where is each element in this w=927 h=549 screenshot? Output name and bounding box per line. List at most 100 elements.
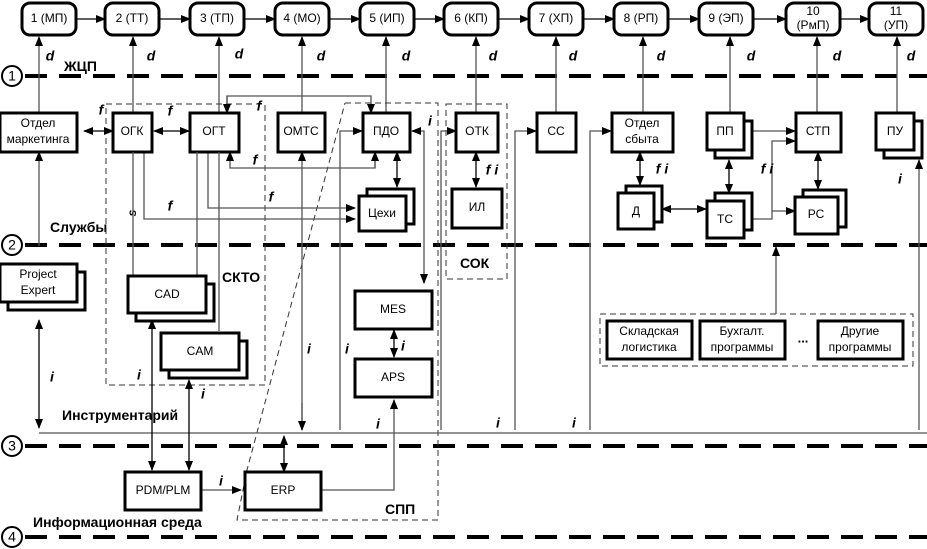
box-frame (0, 262, 79, 304)
diagram-label: d (747, 48, 756, 64)
stage-8[interactable]: 8 (РП) (612, 1, 670, 37)
diagram-label: сбыта (625, 132, 659, 146)
group-frames (105, 102, 914, 521)
diagram-label: ERP (271, 483, 296, 497)
diagram-label: APS (381, 370, 405, 384)
box-frame (874, 111, 916, 152)
ellipsis: ... (798, 330, 809, 345)
level-name-2: Службы (50, 219, 107, 235)
pu-box[interactable]: ПУ (874, 111, 924, 160)
diagram-label: d (147, 48, 156, 64)
diagram-label: ПП (716, 124, 733, 138)
stage-3[interactable]: 3 (ТП) (188, 1, 246, 37)
cad-box[interactable]: CAD (126, 274, 216, 323)
d-box[interactable]: Д (616, 184, 664, 231)
stage-5[interactable]: 5 (ИП) (358, 1, 416, 37)
box-frame (126, 274, 208, 315)
diagram-label: 1 (МП) (31, 11, 68, 25)
level-name-1: ЖЦП (63, 58, 97, 74)
aps-box[interactable]: APS (353, 357, 434, 399)
pdm-plm-box[interactable]: PDM/PLM (123, 470, 203, 512)
level-number-1: 1 (8, 68, 16, 84)
ogk-box[interactable]: ОГК (111, 111, 154, 154)
diagram-label: i (50, 369, 55, 385)
box-frame (357, 194, 408, 233)
stage-1[interactable]: 1 (МП) (20, 1, 78, 37)
diagram-label: Цехи (368, 206, 396, 220)
box-frame (698, 319, 787, 361)
diagram-label: 6 (КП) (454, 11, 488, 25)
diagram-label: Отдел (21, 116, 56, 130)
sok-frame (445, 103, 508, 280)
diagram-label: CAD (154, 287, 180, 301)
box-frame (159, 331, 241, 372)
diagram-label: Д (632, 204, 640, 218)
ogt-box[interactable]: ОГТ (188, 111, 241, 154)
diagram-label: 11 (890, 4, 903, 18)
stage-4[interactable]: 4 (МО) (273, 1, 331, 37)
skto-frame (105, 103, 266, 386)
level-number-2: 2 (8, 237, 16, 253)
diagram-label: i (428, 113, 433, 129)
ss-box[interactable]: СС (535, 111, 578, 154)
other-programs-frame (599, 313, 914, 367)
stage-10[interactable]: 10(РмП) (784, 1, 842, 37)
pp-box[interactable]: ПП (705, 111, 754, 160)
connector-arrow (752, 137, 796, 220)
connector-arrow (320, 399, 398, 491)
pdo-box[interactable]: ПДО (361, 111, 412, 154)
diagram-label: 10 (806, 4, 820, 18)
diagram-label: d (46, 48, 55, 64)
diagram-label: ОТК (465, 124, 489, 138)
diagram-label: Отдел (625, 116, 660, 130)
diagram-label: d (402, 48, 411, 64)
diagram-label: i (345, 341, 350, 357)
diagram-label: i (376, 416, 381, 432)
cam-box[interactable]: CAM (159, 331, 249, 380)
stage-11[interactable]: 11(УП) (867, 1, 925, 37)
sales-dept[interactable]: Отдел сбыта (610, 111, 675, 154)
diagram-label: f (253, 152, 259, 168)
diagram-label: i (496, 415, 501, 431)
stage-7[interactable]: 7 (ХП) (527, 1, 585, 37)
stage-9[interactable]: 9 (ЭП) (697, 1, 755, 37)
cehi-box[interactable]: Цехи (357, 187, 416, 233)
accounting-programs-box[interactable]: Бухгалт.программы (698, 319, 787, 361)
connector-arrow (440, 127, 457, 430)
diagram-label: ИЛ (469, 200, 486, 214)
level-number-4: 4 (8, 529, 16, 545)
diagram-label: ПУ (887, 124, 904, 138)
stp-box[interactable]: СТП (794, 111, 843, 154)
diagram-label: РС (808, 207, 825, 221)
diagram-label: Складская (619, 324, 678, 338)
diagram-label: Бухгалт. (720, 324, 765, 338)
box-frame (450, 187, 504, 230)
diagram-label: d (907, 48, 916, 64)
il-box[interactable]: ИЛ (450, 187, 504, 230)
box-frame (535, 111, 578, 154)
erp-box[interactable]: ERP (243, 470, 323, 512)
stage-2[interactable]: 2 (ТТ) (103, 1, 161, 37)
rs-box[interactable]: РС (793, 188, 848, 236)
stage-6[interactable]: 6 (КП) (442, 1, 500, 37)
ts-box[interactable]: ТС (705, 191, 754, 240)
diagram-label: (УП) (884, 18, 908, 32)
connector-arrow (207, 152, 356, 212)
omts-box[interactable]: ОМТС (276, 111, 327, 154)
otk-box[interactable]: ОТК (454, 111, 500, 154)
box-frame (605, 319, 694, 361)
mes-box[interactable]: MES (353, 289, 434, 331)
diagram-label: 7 (ХП) (539, 11, 574, 25)
diagram-label: 3 (ТП) (200, 11, 234, 25)
box-frame (794, 111, 843, 154)
diagram-label: i (219, 473, 224, 489)
connector-arrow (514, 127, 537, 430)
diagram-label: 4 (МО) (283, 11, 320, 25)
